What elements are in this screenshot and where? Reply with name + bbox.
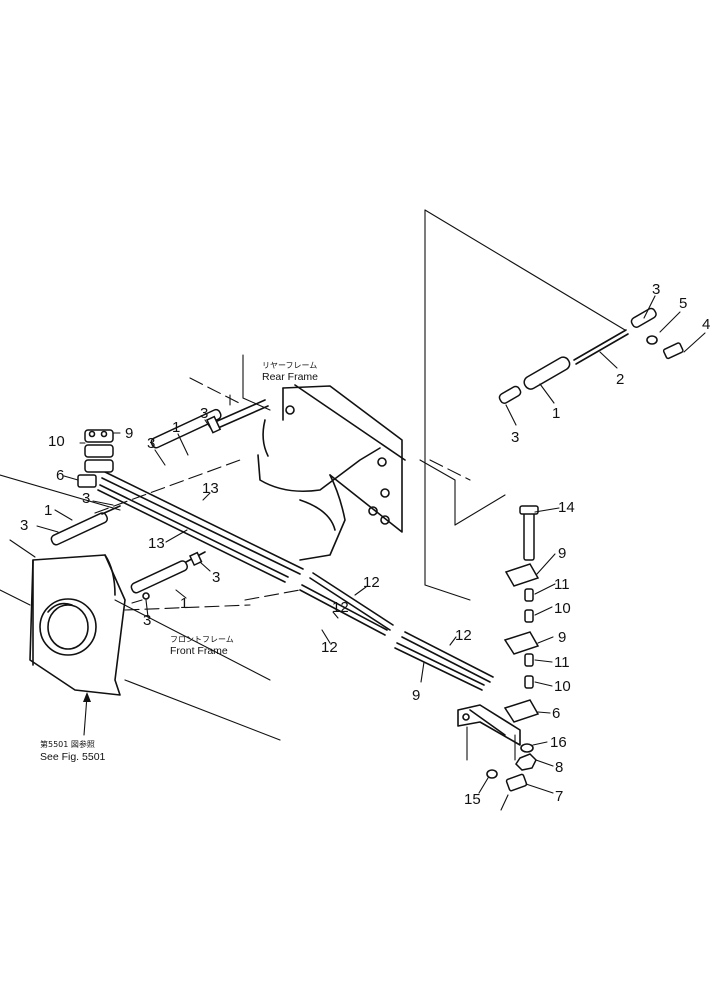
callout-9-a: 9 — [125, 425, 133, 442]
callout-13-a: 13 — [202, 480, 219, 497]
rod-12-d — [394, 642, 485, 691]
callout-11-a: 11 — [554, 576, 570, 593]
callout-10-b: 10 — [554, 600, 571, 617]
clamp-stack-left — [77, 429, 114, 488]
callout-leaders — [36, 295, 706, 811]
rear-frame-guide-lines — [189, 377, 471, 481]
see-fig-label-jp: 第5501 図参照 — [40, 739, 95, 749]
part-callouts: 3 5 4 2 1 3 10 9 3 1 6 3 3 13 3 1 13 3 1… — [20, 281, 710, 808]
callout-3-g: 3 — [212, 569, 220, 586]
callout-9-c: 9 — [558, 629, 566, 646]
rod-12-b — [299, 584, 388, 636]
callout-1-b: 1 — [172, 419, 180, 436]
front-frame — [0, 474, 281, 741]
callout-2: 2 — [616, 371, 624, 388]
pipe-1-left — [50, 505, 121, 546]
callout-5: 5 — [679, 295, 687, 312]
rear-frame-label-en: Rear Frame — [262, 371, 318, 383]
callout-9-b: 9 — [558, 545, 566, 562]
callout-9-d: 6 — [552, 705, 560, 722]
detail-leader-lines — [419, 209, 626, 601]
callout-14: 14 — [558, 499, 575, 516]
callout-10-a: 10 — [48, 433, 65, 450]
callout-1-a: 1 — [552, 405, 560, 422]
callout-8: 15 — [464, 791, 481, 808]
callout-12-a: 12 — [363, 574, 380, 591]
front-frame-label-en: Front Frame — [170, 645, 228, 657]
callout-3-b: 3 — [511, 429, 519, 446]
pipe-1-lower — [130, 551, 206, 600]
rod-12-a — [309, 572, 394, 631]
callout-4: 4 — [702, 316, 710, 333]
callout-3-c: 3 — [200, 405, 208, 422]
callout-1-d: 1 — [180, 595, 188, 612]
callout-3-f: 3 — [20, 517, 28, 534]
rear-frame — [229, 354, 406, 561]
callout-16: 8 — [555, 759, 563, 776]
front-frame-label-jp: フロントフレーム — [170, 635, 234, 644]
rod-13-lower — [97, 484, 289, 583]
callout-3-d: 3 — [147, 435, 155, 452]
callout-3-e: 3 — [82, 490, 90, 507]
detail-linkage-assembly — [457, 505, 540, 792]
rear-frame-label-jp: リヤーフレーム — [262, 361, 317, 370]
frame-labels: リヤーフレーム Rear Frame フロントフレーム Front Frame … — [40, 361, 318, 763]
callout-3-a: 3 — [652, 281, 660, 298]
rod-12-c — [401, 631, 494, 683]
callout-15: 7 — [555, 788, 563, 805]
callout-1-c: 1 — [44, 502, 52, 519]
callout-3-h: 3 — [143, 612, 151, 629]
rod-13-upper — [101, 471, 304, 575]
callout-12-b: 12 — [332, 599, 349, 616]
callout-10-c: 10 — [554, 678, 571, 695]
callout-6-a: 6 — [56, 467, 64, 484]
detail-hose-assembly — [498, 307, 684, 404]
callout-12-d: 12 — [321, 639, 338, 656]
callout-12-c: 12 — [455, 627, 472, 644]
callout-11-b: 11 — [554, 654, 570, 671]
pipe-1-upper — [150, 399, 269, 449]
callout-13-b: 13 — [148, 535, 165, 552]
see-fig-label-en: See Fig. 5501 — [40, 751, 106, 763]
callout-12-e: 9 — [412, 687, 420, 704]
callout-6-b: 16 — [550, 734, 567, 751]
front-frame-guide-lines — [94, 459, 301, 611]
